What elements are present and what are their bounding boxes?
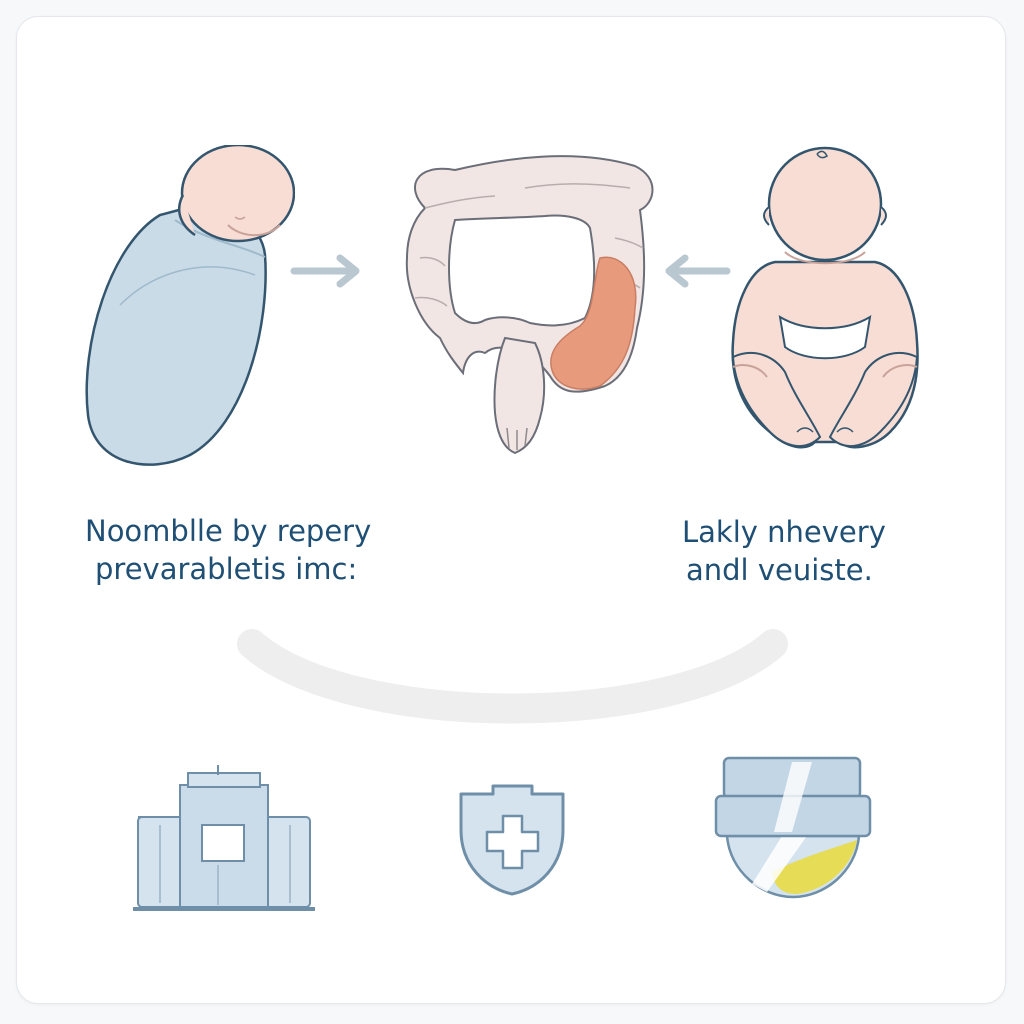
arrow-right-icon [290, 254, 360, 288]
caption-left-line2: prevarabletis imc: [95, 552, 358, 586]
swaddled-baby-illustration [85, 145, 295, 466]
caption-left-line1: Noomblle by repery [85, 514, 372, 548]
hospital-icon [133, 765, 315, 911]
caption-right: Lakly nhevery andl veuiste. [682, 513, 886, 589]
medical-shield-icon [459, 784, 565, 896]
colon-illustration [405, 155, 654, 455]
caption-right-line2: andl veuiste. [686, 553, 873, 587]
curved-connector [237, 629, 788, 724]
caption-left: Noomblle by repery prevarabletis imc: [85, 512, 371, 588]
diaper-cream-icon [714, 756, 872, 899]
caption-right-line1: Lakly nhevery [682, 515, 886, 549]
arrow-left-icon [665, 254, 731, 288]
baby-with-diaper-illustration [731, 146, 919, 449]
